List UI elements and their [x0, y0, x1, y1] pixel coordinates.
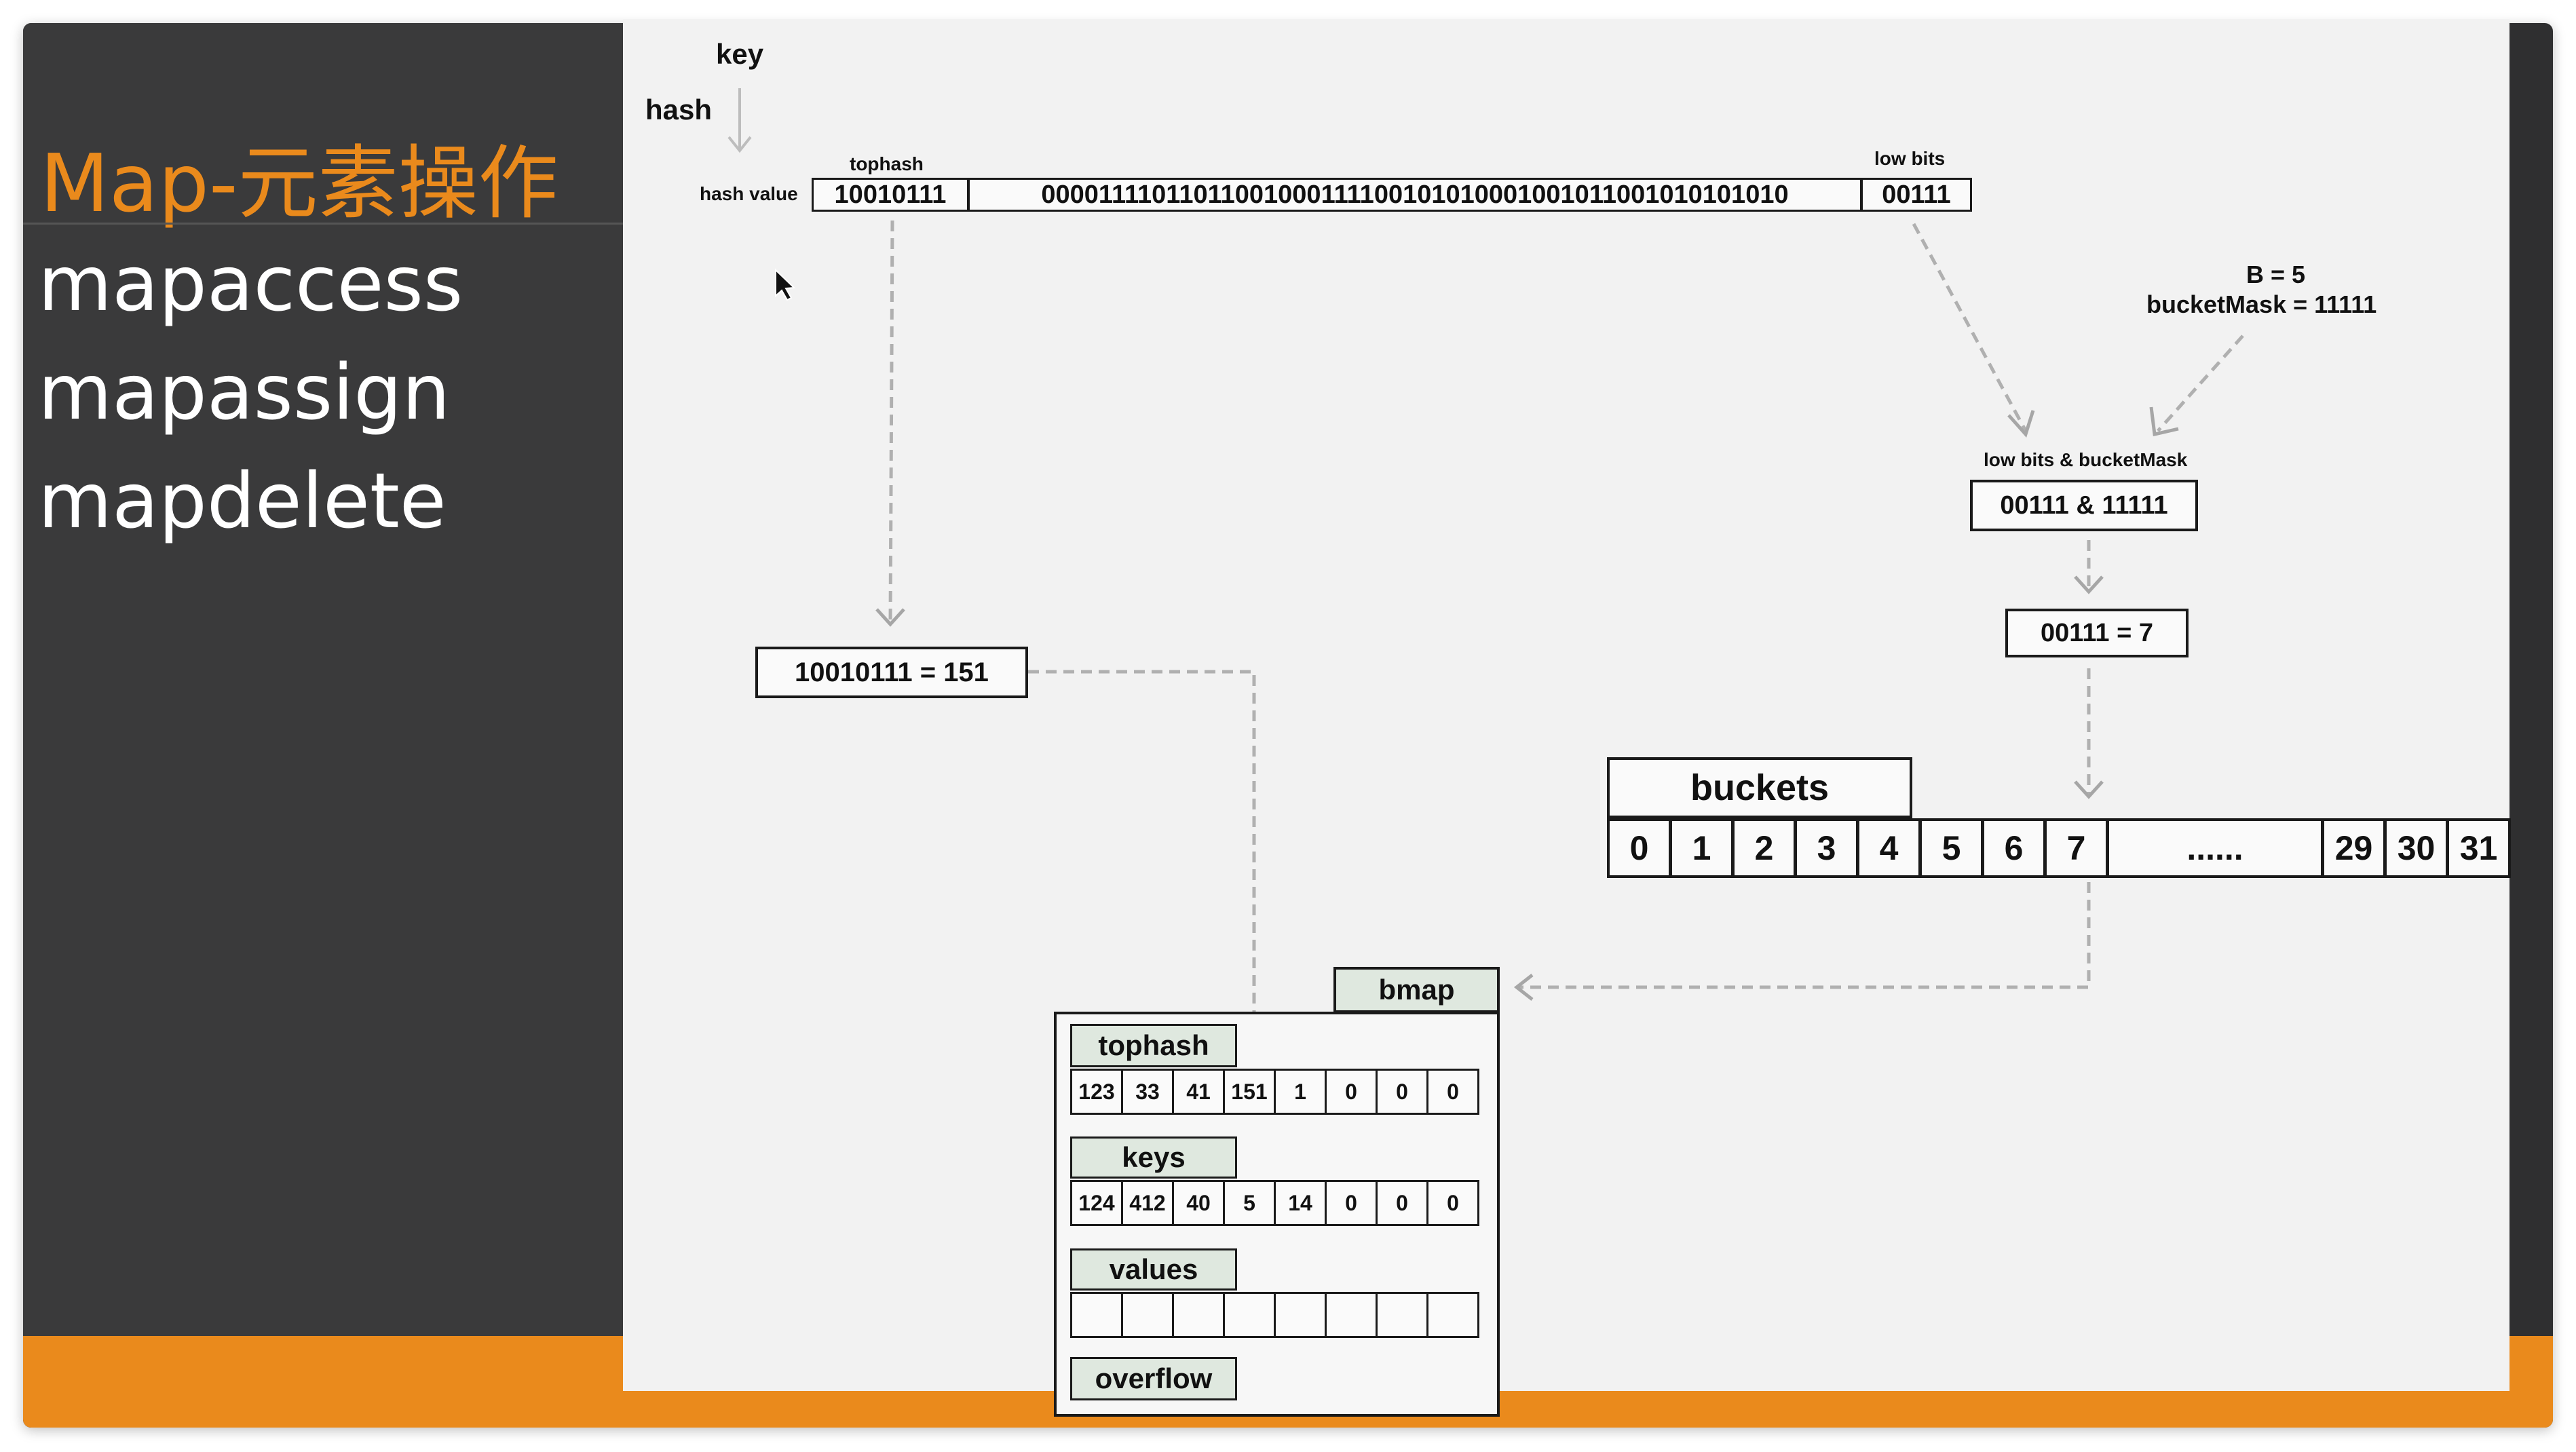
- bucket-cell: 4: [1857, 818, 1921, 878]
- value-cell: [1223, 1292, 1276, 1338]
- function-mapassign: mapassign: [38, 349, 451, 437]
- bucket-cell: 6: [1982, 818, 2046, 878]
- bucket-cell: 2: [1732, 818, 1796, 878]
- bucket-cell: 0: [1607, 818, 1671, 878]
- function-mapaccess: mapaccess: [38, 240, 463, 328]
- tophash-cell: 123: [1070, 1069, 1123, 1115]
- low-bits: 00111: [1861, 178, 1972, 212]
- key-cell: 124: [1070, 1180, 1123, 1226]
- value-cell: [1121, 1292, 1174, 1338]
- keys-section-label: keys: [1070, 1136, 1237, 1179]
- bucket-cell: 29: [2322, 818, 2386, 878]
- arrow-tophash-to-bmap: [1028, 670, 1256, 1052]
- tophash-caption: tophash: [850, 153, 924, 174]
- value-cell: [1070, 1292, 1123, 1338]
- b-value: B = 5: [2246, 261, 2306, 288]
- bucket-cell: 31: [2446, 818, 2511, 878]
- and-caption: low bits & bucketMask: [1984, 449, 2188, 470]
- tophash-cell: 0: [1426, 1069, 1479, 1115]
- value-cell: [1274, 1292, 1327, 1338]
- value-cell: [1172, 1292, 1225, 1338]
- lowbits-caption: low bits: [1874, 148, 1946, 169]
- function-mapdelete: mapdelete: [38, 457, 447, 546]
- key-cell: 0: [1376, 1180, 1428, 1226]
- middle-bits: 0000111101101100100011110010101000100101…: [968, 178, 1862, 212]
- bucket-cell: 30: [2384, 818, 2448, 878]
- bucket-index: 00111 = 7: [2005, 609, 2189, 657]
- tophash-cell: 33: [1121, 1069, 1174, 1115]
- hash-value-label: hash value: [700, 183, 798, 204]
- cursor-icon: [775, 268, 796, 301]
- and-expression: 00111 & 11111: [1970, 480, 2198, 531]
- arrow-mask-down: [2157, 335, 2244, 432]
- tophash-cell: 1: [1274, 1069, 1327, 1115]
- tophash-section-label: tophash: [1070, 1024, 1237, 1067]
- key-cell: 0: [1325, 1180, 1378, 1226]
- key-cell: 40: [1172, 1180, 1225, 1226]
- bucket-cell: 3: [1794, 818, 1859, 878]
- key-label: key: [716, 38, 764, 70]
- diagram-canvas: [623, 19, 2509, 1391]
- value-cell: [1376, 1292, 1428, 1338]
- arrow-tophash-down: [888, 220, 894, 624]
- bmap-label: bmap: [1333, 967, 1500, 1013]
- arrow-bucket-to-bmap: [1517, 882, 2091, 989]
- tophash-bits: 10010111: [812, 178, 969, 212]
- overflow-section-label: overflow: [1070, 1357, 1237, 1400]
- key-cell: 0: [1426, 1180, 1479, 1226]
- value-cell: [1325, 1292, 1378, 1338]
- bucket-mask: bucketMask = 11111: [2146, 290, 2377, 318]
- buckets-label: buckets: [1607, 757, 1912, 818]
- bucket-cell: 7: [2044, 818, 2108, 878]
- title-divider: [23, 223, 647, 225]
- tophash-cell: 151: [1223, 1069, 1276, 1115]
- tophash-cell: 0: [1325, 1069, 1378, 1115]
- slide-left-panel: Map-元素操作 mapaccess mapassign mapdelete: [23, 23, 647, 1428]
- tophash-cell: 41: [1172, 1069, 1225, 1115]
- tophash-result: 10010111 = 151: [755, 647, 1028, 698]
- arrow-lowbits-down: [1912, 223, 2028, 432]
- key-cell: 412: [1121, 1180, 1174, 1226]
- key-cell: 14: [1274, 1180, 1327, 1226]
- key-cell: 5: [1223, 1180, 1276, 1226]
- values-section-label: values: [1070, 1248, 1237, 1291]
- hash-label: hash: [645, 94, 713, 126]
- bucket-ellipsis: ......: [2106, 818, 2324, 878]
- value-cell: [1426, 1292, 1479, 1338]
- bucket-cell: 5: [1919, 818, 1984, 878]
- slide-title: Map-元素操作: [40, 136, 558, 230]
- tophash-cell: 0: [1376, 1069, 1428, 1115]
- bucket-cell: 1: [1669, 818, 1734, 878]
